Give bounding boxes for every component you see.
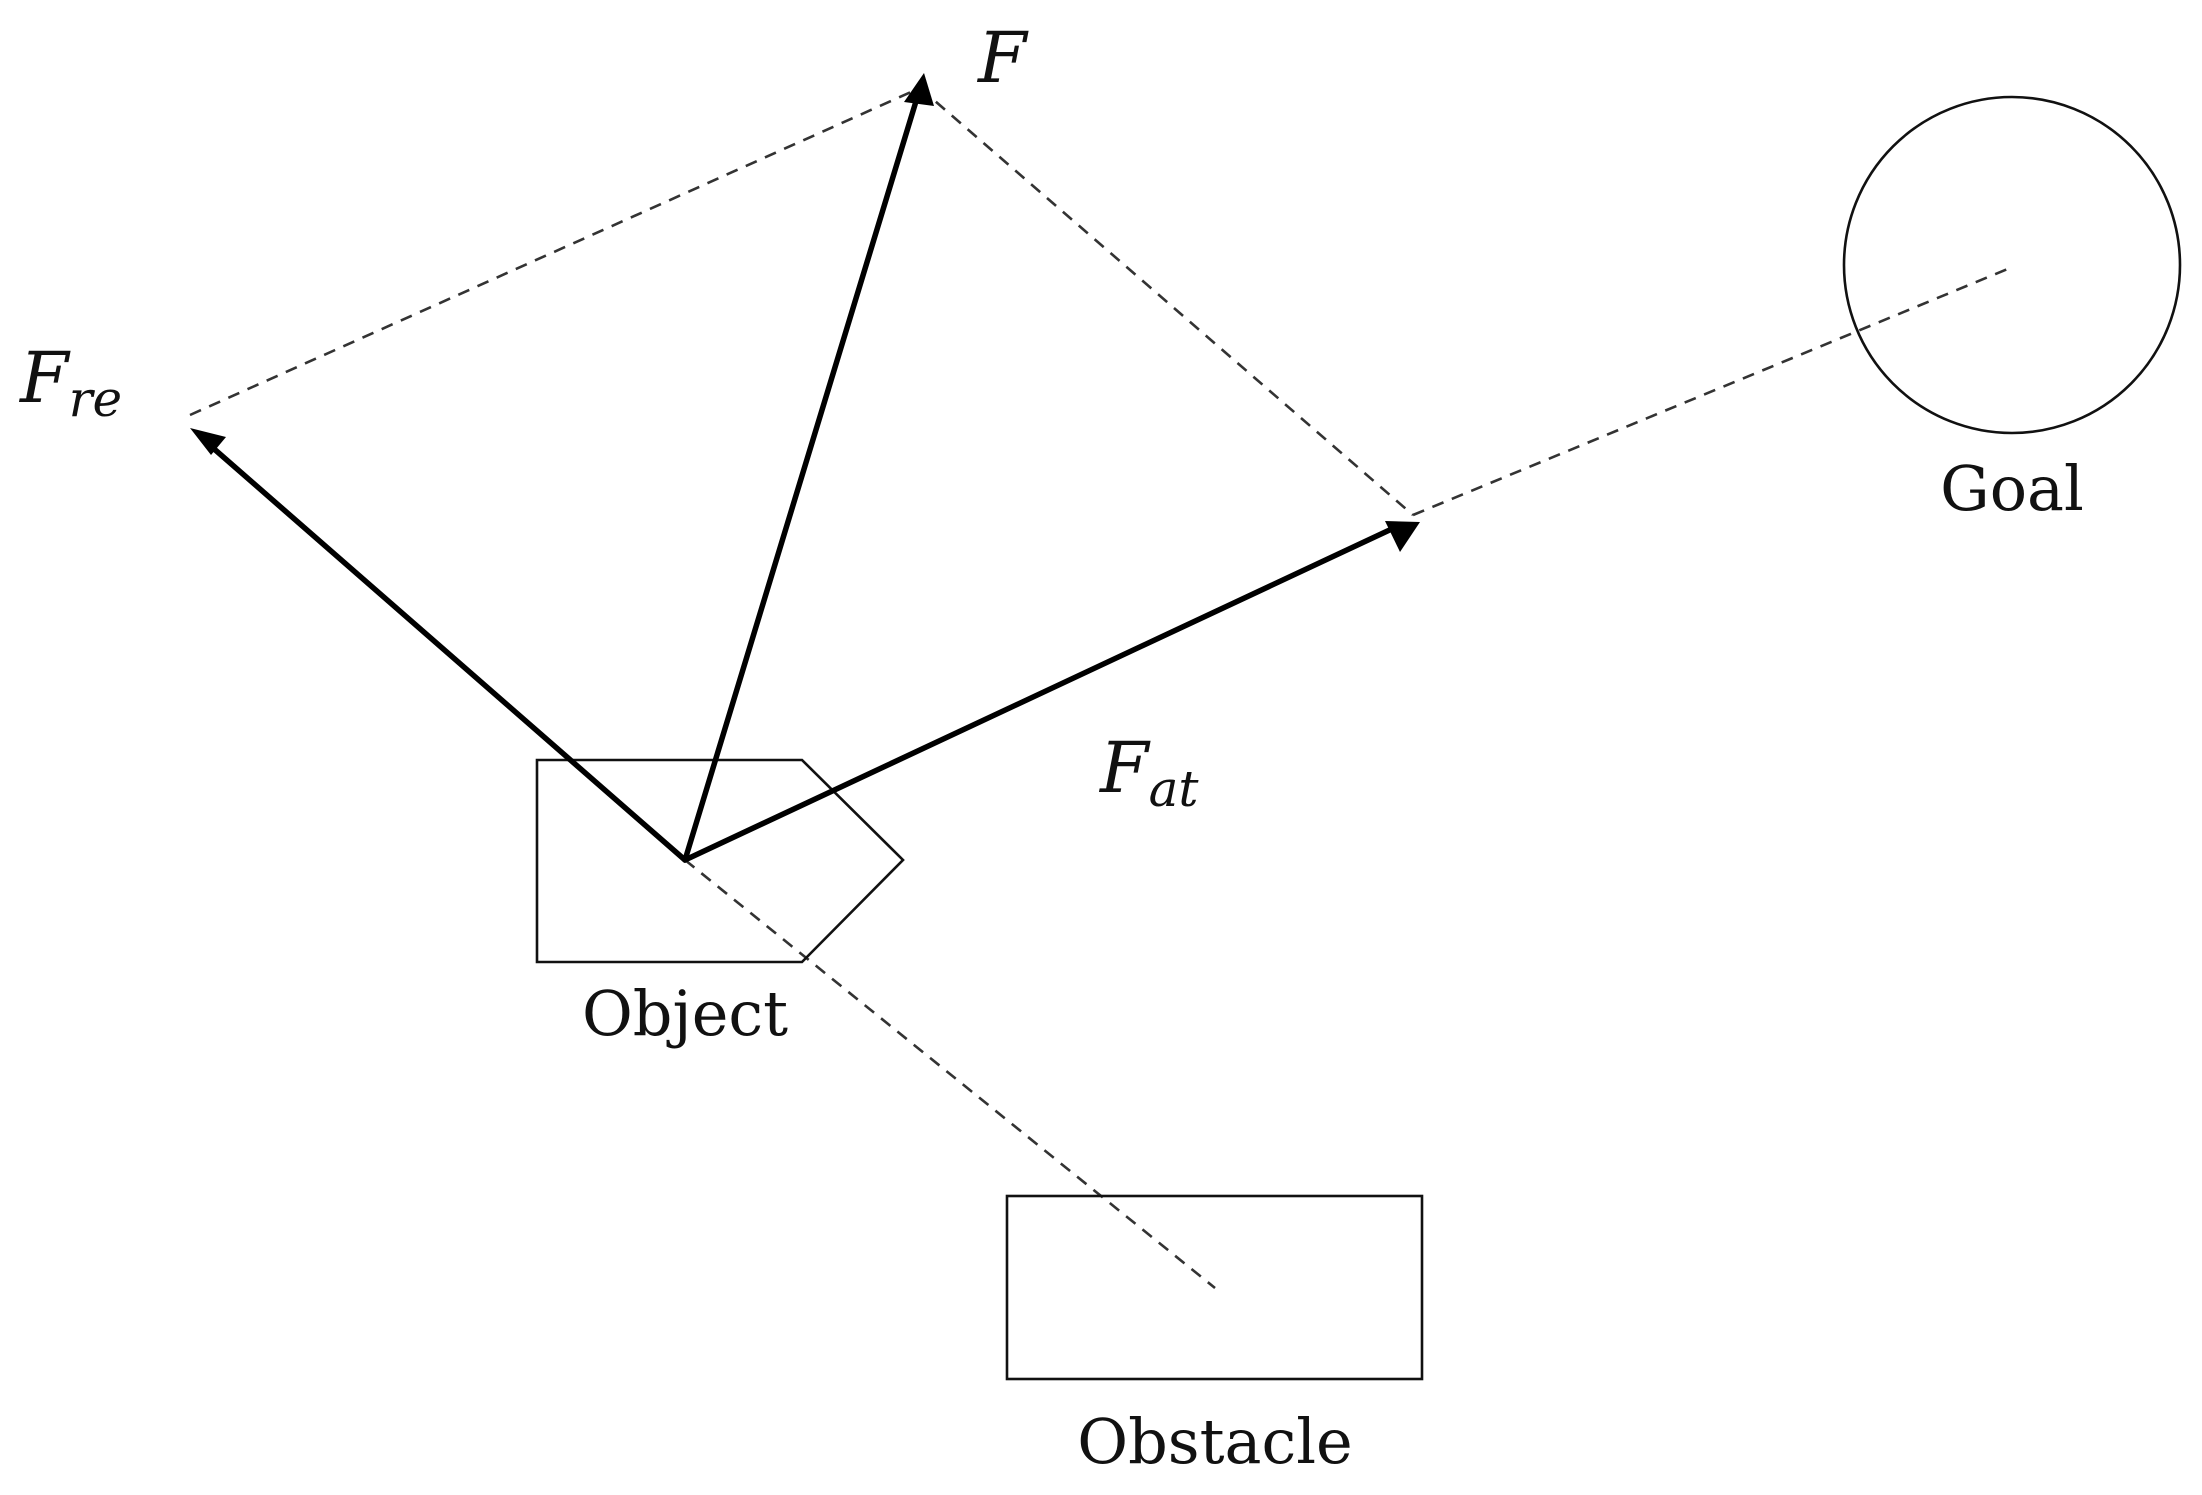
repulsive-force-symbol: F [18, 337, 71, 419]
goal-circle [1842, 95, 2182, 435]
attractive-force-symbol: F [1098, 727, 1151, 809]
obstacle-label: Obstacle [1077, 1405, 1352, 1478]
goal-label: Goal [1940, 452, 2084, 525]
repulsive-force-label: Fre [18, 337, 122, 428]
resultant-force-label: F [976, 17, 1029, 99]
attractive-force-subscript: at [1149, 760, 1200, 818]
repulsive-force-arrowhead [190, 428, 226, 455]
repulsive-force-subscript: re [69, 370, 123, 428]
object-shape [535, 758, 905, 964]
attractive-force-label: Fat [1098, 727, 1199, 818]
attractive-force-arrowhead [1385, 521, 1420, 552]
resultant-force-arrow [682, 95, 920, 863]
goal-direction-line [1412, 266, 2011, 517]
obstacle-rect [1005, 1194, 1424, 1381]
object-label: Object [582, 977, 788, 1050]
obstacle-direction-line [684, 858, 1216, 1290]
resultant-force-symbol: F [976, 17, 1029, 99]
parallelogram-top-right-edge [919, 87, 1414, 516]
repulsive-force-arrow [202, 438, 688, 863]
resultant-force-arrowhead [904, 73, 934, 106]
attractive-force-arrow [682, 524, 1399, 863]
parallelogram-top-left-edge [189, 86, 921, 417]
